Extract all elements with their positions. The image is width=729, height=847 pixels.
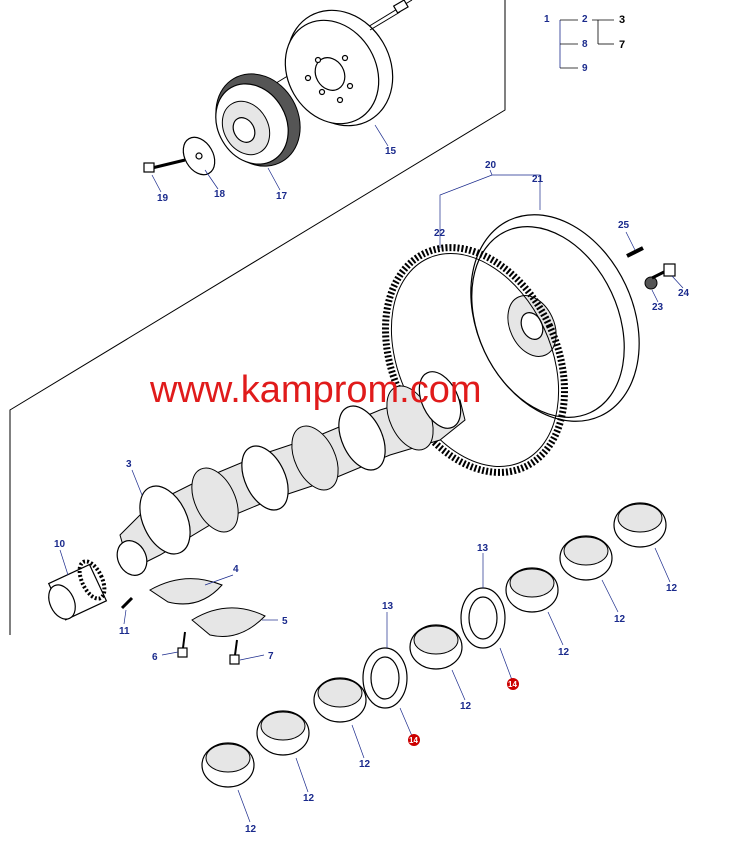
- callout-20: 20: [485, 160, 497, 171]
- callout-21: 21: [532, 174, 544, 185]
- callout-25: 25: [618, 220, 630, 231]
- callout-3: 3: [126, 459, 132, 470]
- part-19-bolt: [143, 158, 186, 173]
- watermark-text: www.kamprom.com: [149, 369, 482, 411]
- legend-9: 9: [582, 63, 588, 74]
- part-7-bolt: [229, 639, 240, 665]
- part-15-pulley: [284, 0, 409, 127]
- callout-11: 11: [119, 626, 130, 637]
- callout-23: 23: [652, 302, 664, 313]
- part-17-damper: [215, 73, 301, 167]
- callout-10: 10: [54, 539, 66, 550]
- callout-12-b: 12: [303, 793, 315, 804]
- callout-14-a: 14: [409, 736, 418, 745]
- callout-14-a-badge: 14: [408, 734, 420, 746]
- part-12-bearing-g: [613, 502, 667, 548]
- callout-18: 18: [214, 189, 226, 200]
- legend-2: 2: [582, 14, 588, 25]
- part-11-pin: [120, 596, 134, 610]
- callout-14-b: 14: [508, 680, 517, 689]
- callout-5: 5: [282, 616, 288, 627]
- callout-22: 22: [434, 228, 446, 239]
- callout-15: 15: [385, 146, 397, 157]
- legend-7: 7: [619, 39, 625, 51]
- part-23-washer: [644, 276, 658, 290]
- callout-19: 19: [157, 193, 169, 204]
- part-4-counterweight: [149, 578, 223, 605]
- callout-13-a: 13: [382, 601, 394, 612]
- callout-12-f: 12: [614, 614, 626, 625]
- callout-4: 4: [233, 564, 239, 575]
- part-12-bearing-c: [313, 677, 367, 723]
- leader-lines: [59, 124, 684, 823]
- bearing-shell-group: [201, 502, 667, 788]
- legend-8: 8: [582, 39, 588, 50]
- callout-12-d: 12: [460, 701, 472, 712]
- part-13-thrust-washer-b: [460, 587, 506, 649]
- callouts: 15 17 18 19 20 21 22 25 24 23 3 10 11 4 …: [54, 146, 690, 835]
- part-3-crankshaft: [116, 371, 466, 576]
- part-6-bolt: [177, 631, 188, 658]
- callout-14-b-badge: 14: [507, 678, 519, 690]
- legend-1: 1: [544, 14, 550, 25]
- callout-13-b: 13: [477, 543, 489, 554]
- part-12-bearing-d: [409, 624, 463, 670]
- part-25-pin: [626, 246, 644, 258]
- part-13-thrust-washer-a: [362, 647, 408, 709]
- callout-12-c: 12: [359, 759, 371, 770]
- callout-17: 17: [276, 191, 288, 202]
- part-12-bearing-e: [505, 567, 559, 613]
- legend-3: 3: [619, 14, 625, 26]
- callout-12-e: 12: [558, 647, 570, 658]
- callout-24: 24: [678, 288, 690, 299]
- callout-6: 6: [152, 652, 158, 663]
- part-12-bearing-a: [201, 742, 255, 788]
- part-18-plate: [182, 136, 216, 176]
- part-5-counterweight: [191, 607, 266, 637]
- part-12-bearing-f: [559, 535, 613, 581]
- callout-12-g: 12: [666, 583, 678, 594]
- callout-7: 7: [268, 651, 274, 662]
- legend-tree: 1 2 3 8 7 9: [544, 14, 625, 74]
- part-10-gear: [47, 559, 108, 621]
- callout-12-a: 12: [245, 824, 257, 835]
- part-12-bearing-b: [256, 710, 310, 756]
- part-24-bolt: [651, 263, 676, 280]
